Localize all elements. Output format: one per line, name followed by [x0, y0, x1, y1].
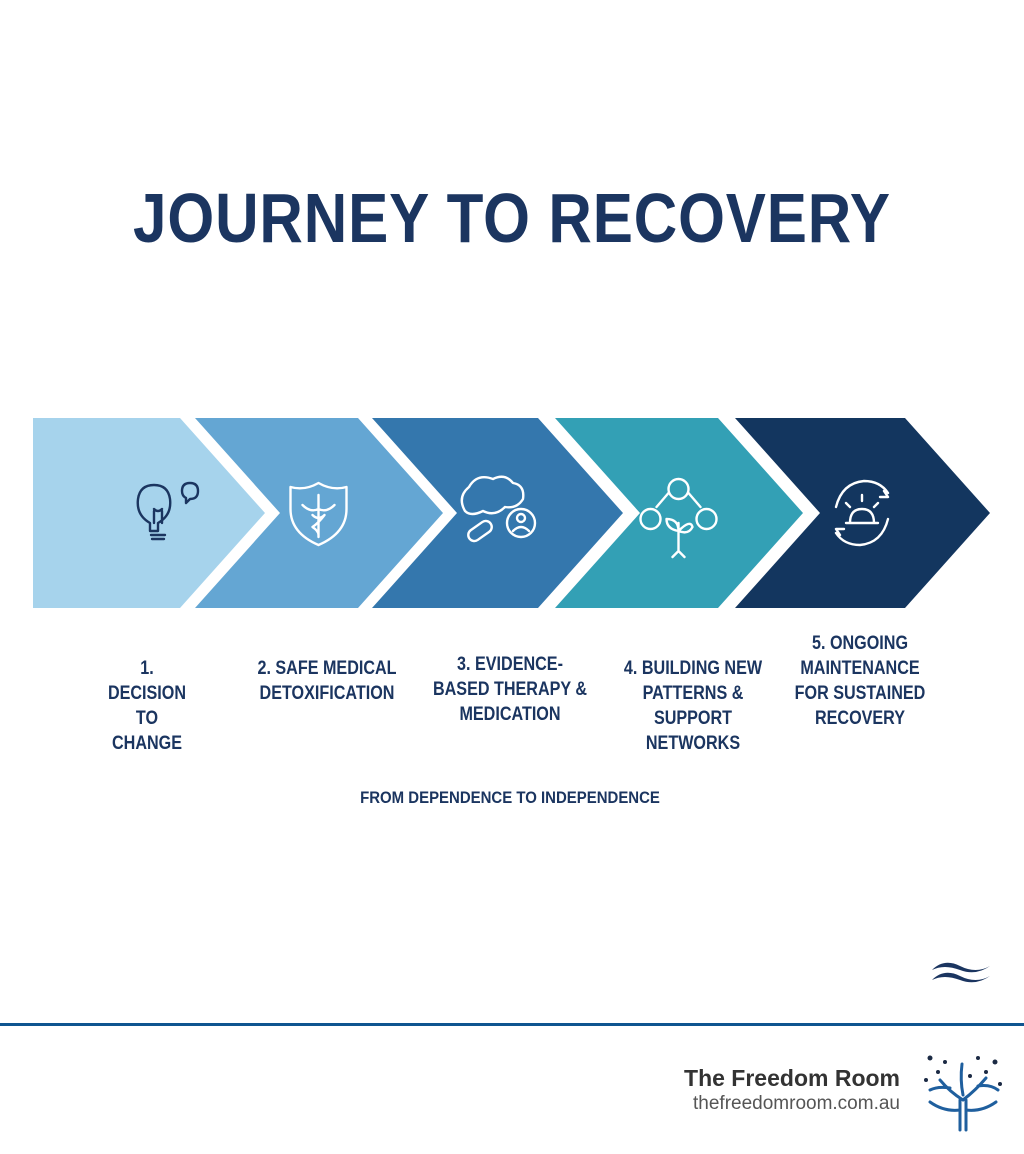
- step-label-2: 2. SAFE MEDICAL DETOXIFICATION: [257, 658, 397, 704]
- lightbulb-speech-icon: [136, 481, 200, 541]
- step-label-1: 1. DECISION TO CHANGE: [107, 658, 187, 754]
- waves-icon: [932, 962, 990, 983]
- step-label-3: 3. EVIDENCE-BASED THERAPY & MEDICATION: [432, 654, 588, 725]
- people-network-sprout-icon: [639, 477, 718, 559]
- brand-name: The Freedom Room: [684, 1065, 900, 1091]
- shield-caduceus-icon: [289, 481, 348, 547]
- brand-url[interactable]: thefreedomroom.com.au: [693, 1093, 900, 1114]
- page-title: JOURNEY TO RECOVERY: [133, 179, 891, 257]
- step-label-5: 5. ONGOING MAINTENANCE FOR SUSTAINED REC…: [794, 633, 926, 729]
- sunrise-cycle-icon: [834, 479, 890, 547]
- tree-hands-logo-icon: [924, 1055, 1002, 1132]
- chevron-step-4: [555, 418, 803, 608]
- subtitle: FROM DEPENDENCE TO INDEPENDENCE: [360, 788, 660, 807]
- step-label-4: 4. BUILDING NEW PATTERNS & SUPPORT NETWO…: [623, 658, 763, 754]
- process-chevrons: [33, 418, 990, 608]
- brand-block: The Freedom Room thefreedomroom.com.au: [684, 1065, 900, 1115]
- chevron-step-5: [735, 418, 990, 608]
- chevron-step-1: [33, 418, 265, 608]
- divider: [0, 1023, 1024, 1026]
- brain-pill-icon: [460, 475, 537, 543]
